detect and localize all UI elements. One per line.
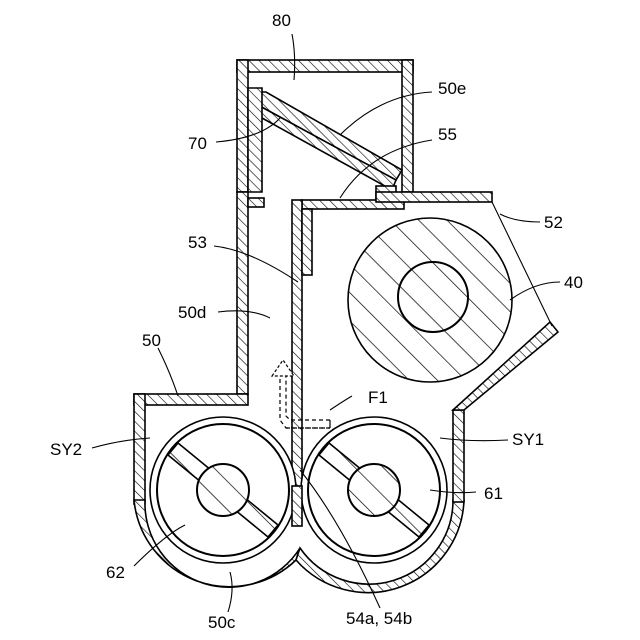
label-50d: 50d — [178, 303, 206, 322]
label-52: 52 — [544, 213, 563, 232]
label-f1: F1 — [368, 388, 388, 407]
label-62: 62 — [106, 563, 125, 582]
label-sy1: SY1 — [512, 430, 544, 449]
label-50c: 50c — [208, 613, 236, 632]
label-53: 53 — [188, 233, 207, 252]
divider-53 — [292, 200, 312, 490]
label-50: 50 — [142, 331, 161, 350]
label-80: 80 — [272, 11, 291, 30]
label-55: 55 — [438, 125, 457, 144]
label-50e: 50e — [438, 79, 466, 98]
agitator-62 — [150, 417, 296, 563]
label-sy2: SY2 — [50, 440, 82, 459]
label-70: 70 — [188, 134, 207, 153]
label-61: 61 — [484, 484, 503, 503]
label-40: 40 — [564, 273, 583, 292]
divider-54 — [292, 486, 302, 526]
agitator-61 — [301, 417, 447, 563]
label-54a-54b: 54a, 54b — [346, 609, 412, 628]
inclined-plate-70 — [248, 88, 402, 192]
